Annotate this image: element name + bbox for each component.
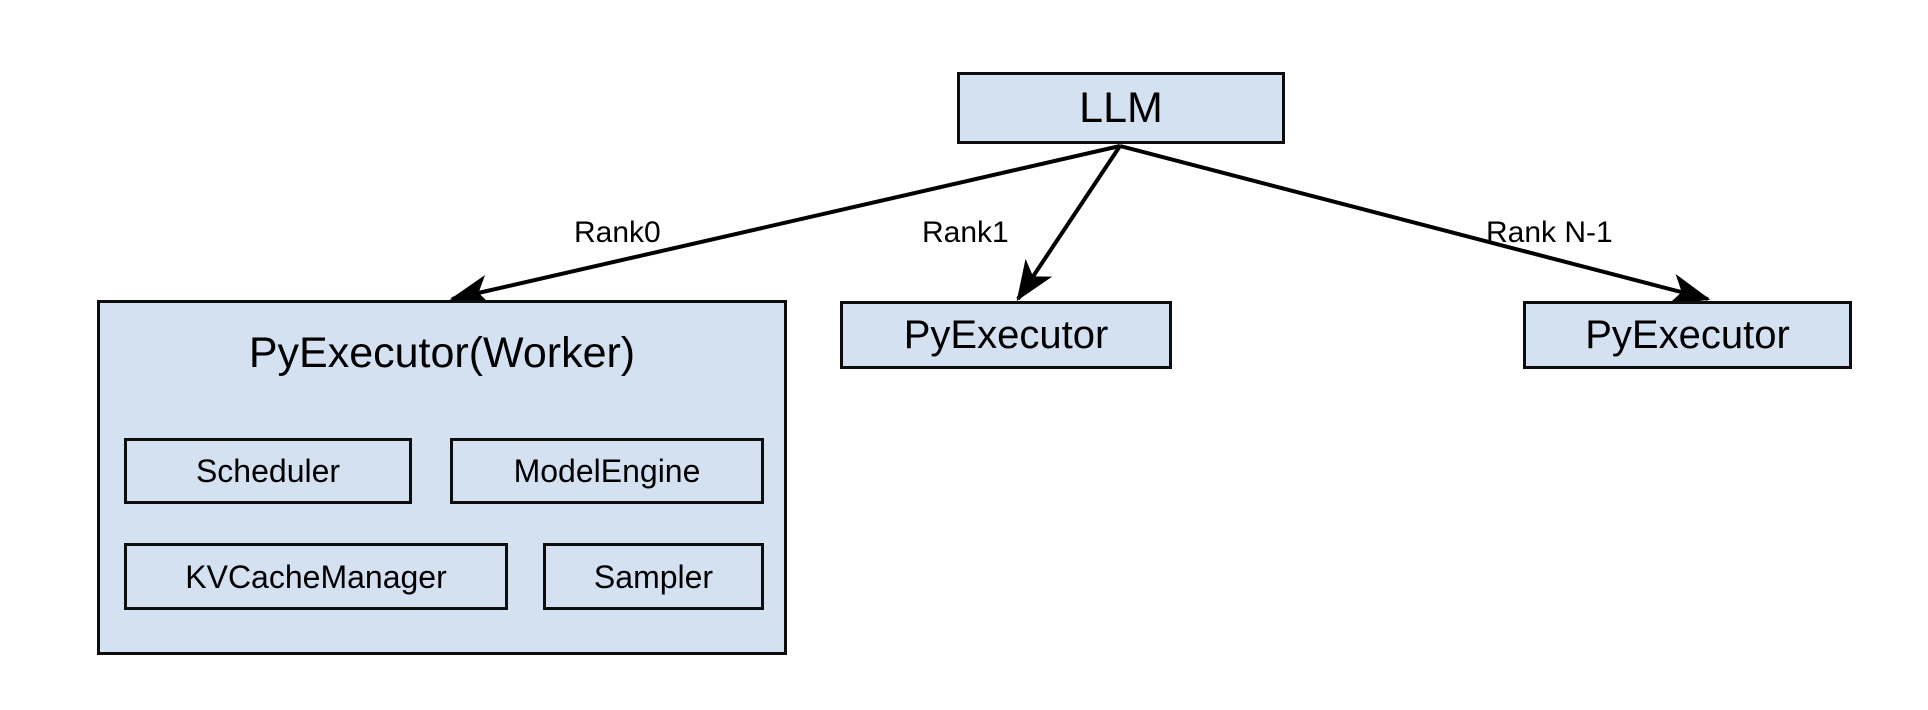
- node-kv-cache-manager-label: KVCacheManager: [185, 558, 447, 595]
- edge-label-rank0: Rank0: [574, 216, 661, 249]
- node-llm[interactable]: LLM: [957, 72, 1285, 144]
- node-sampler[interactable]: Sampler: [543, 543, 764, 610]
- node-pyexecutor-rank1[interactable]: PyExecutor: [840, 301, 1172, 369]
- edge-llm-to-worker: [449, 144, 1121, 307]
- edge-label-rank-n-1: Rank N-1: [1486, 216, 1613, 249]
- edge-label-rank1: Rank1: [922, 216, 1009, 249]
- node-scheduler[interactable]: Scheduler: [124, 438, 412, 504]
- node-pyexecutor-worker-label: PyExecutor(Worker): [248, 329, 636, 377]
- node-pyexecutor-rankn-label: PyExecutor: [1585, 313, 1790, 357]
- node-model-engine[interactable]: ModelEngine: [450, 438, 764, 504]
- node-scheduler-label: Scheduler: [195, 453, 341, 489]
- node-kv-cache-manager[interactable]: KVCacheManager: [124, 543, 508, 610]
- node-sampler-label: Sampler: [593, 558, 714, 595]
- node-pyexecutor-rankn[interactable]: PyExecutor: [1523, 301, 1852, 369]
- node-llm-label: LLM: [1079, 83, 1163, 132]
- node-pyexecutor-rank1-label: PyExecutor: [903, 313, 1109, 357]
- node-model-engine-label: ModelEngine: [513, 453, 701, 489]
- edge-llm-to-pyexecutor-rankn: [1119, 144, 1711, 306]
- edge-llm-to-pyexecutor-rank1: [1016, 144, 1122, 301]
